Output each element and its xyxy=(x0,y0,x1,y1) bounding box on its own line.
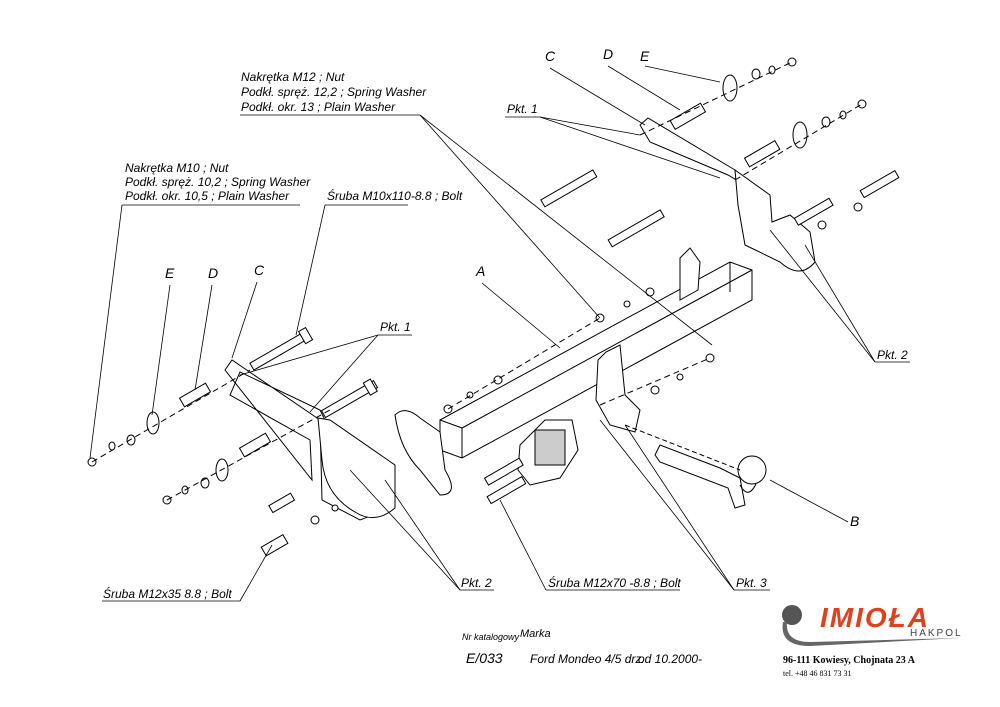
left-end-plate xyxy=(394,410,452,496)
tow-bracket xyxy=(595,344,641,433)
m12-nut-label: Nakrętka M12 ; Nut xyxy=(241,70,345,84)
letter-d-top: D xyxy=(603,46,614,62)
vehicle-model: Ford Mondeo 4/5 drz. xyxy=(530,652,645,666)
ball-neck-b xyxy=(624,424,767,509)
logo-hook-icon xyxy=(782,605,960,646)
pkt1-top-label: Pkt. 1 xyxy=(507,102,538,116)
letter-b: B xyxy=(850,513,860,529)
right-bracket xyxy=(639,117,816,272)
letter-c-left: C xyxy=(254,262,265,278)
left-bracket xyxy=(224,359,396,521)
pkt2-bottom-label: Pkt. 2 xyxy=(461,576,492,590)
brand-label: Marka xyxy=(520,628,551,640)
bolt-m10x110-label: Śruba M10x110-8.8 ; Bolt xyxy=(327,189,463,203)
production-date: od 10.2000- xyxy=(638,652,703,666)
letter-a: A xyxy=(476,263,486,279)
pkt3-label: Pkt. 3 xyxy=(736,576,767,590)
logo-sub: HAKPOL xyxy=(910,628,963,639)
catalog-number: E/033 xyxy=(466,650,503,666)
m10-nut-label: Nakrętka M10 ; Nut xyxy=(125,161,229,175)
electrical-socket xyxy=(534,429,566,466)
bolt-m12x35-label: Śruba M12x35 8.8 ; Bolt xyxy=(103,587,232,601)
catalog-number-label: Nr katalogowy xyxy=(462,632,520,642)
letter-e-top: E xyxy=(640,48,650,64)
logo-name: IMIOŁA xyxy=(820,602,930,633)
m10-spring-washer-label: Podkł. spręż. 10,2 ; Spring Washer xyxy=(125,175,311,189)
m12-plain-washer-label: Podkł. okr. 13 ; Plain Washer xyxy=(241,100,396,114)
bolts xyxy=(178,102,900,557)
company-address: 96-111 Kowiesy, Chojnata 23 A xyxy=(783,655,915,666)
company-phone: tel. +48 46 831 73 31 xyxy=(783,669,852,678)
m12-spring-washer-label: Podkł. spręż. 12,2 ; Spring Washer xyxy=(241,85,427,99)
letter-d-left: D xyxy=(208,265,219,281)
imiola-logo: IMIOŁA HAKPOL xyxy=(775,600,975,650)
leader-lines xyxy=(89,65,910,602)
right-end-plate xyxy=(679,247,701,301)
assembly-axes xyxy=(91,61,863,501)
bolt-m12x70-label: Śruba M12x70 -8.8 ; Bolt xyxy=(548,576,681,590)
m10-plain-washer-label: Podkł. okr. 10,5 ; Plain Washer xyxy=(125,189,290,203)
pkt2-right-label: Pkt. 2 xyxy=(877,348,908,362)
letter-c-top: C xyxy=(545,48,556,64)
pkt1-left-label: Pkt. 1 xyxy=(380,320,411,334)
letter-e-left: E xyxy=(165,265,175,281)
